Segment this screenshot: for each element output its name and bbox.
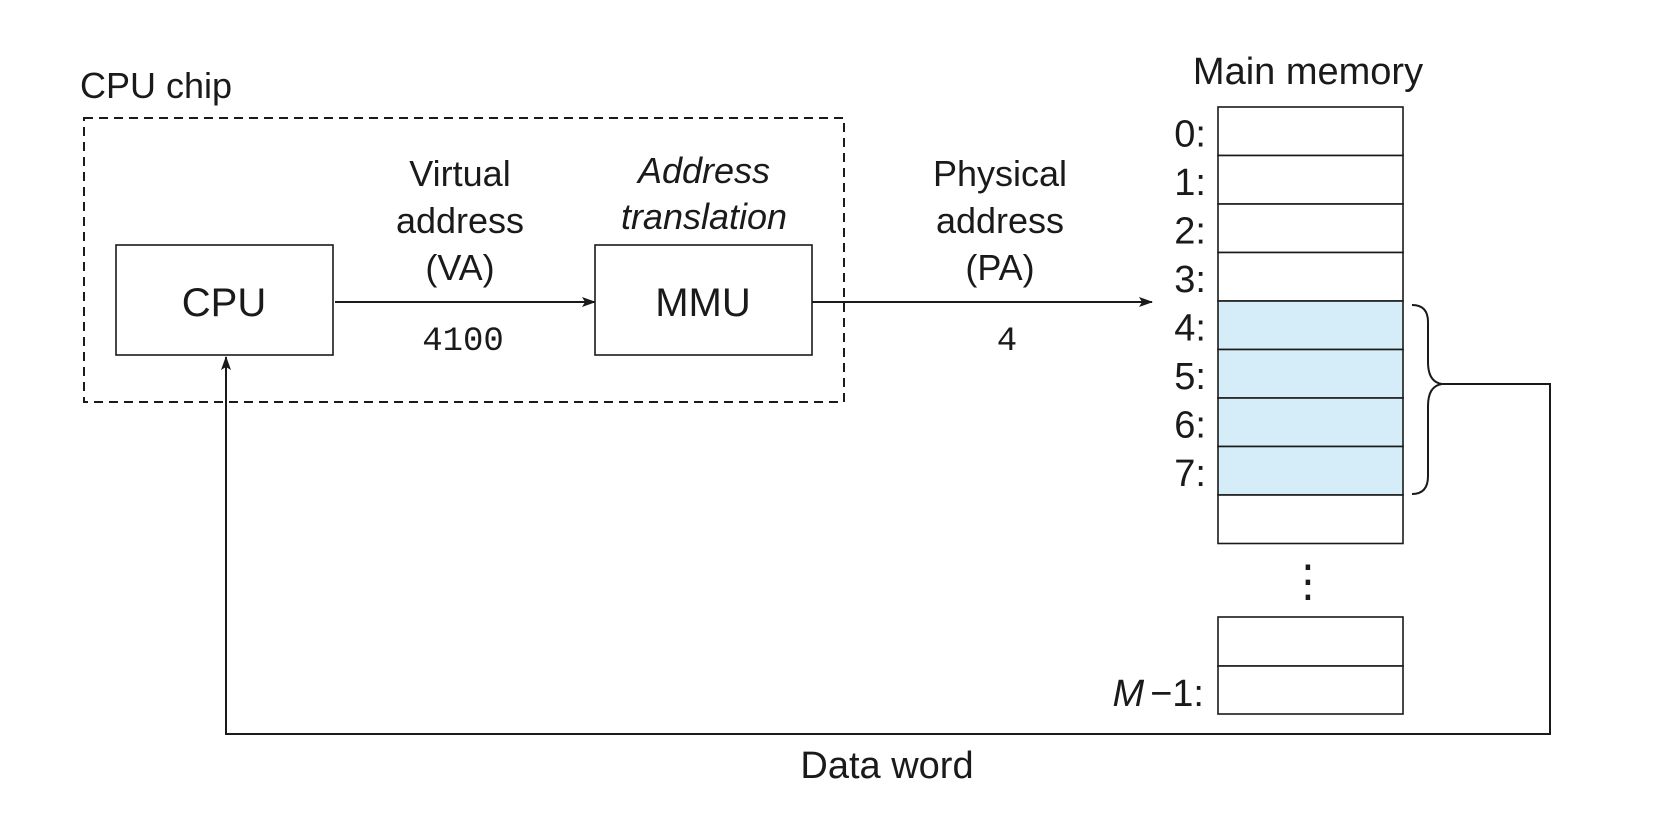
mmu-box xyxy=(594,244,813,356)
virtual-address-label-line-2: address xyxy=(396,200,524,241)
data-word-label: Data word xyxy=(800,745,973,787)
memory-cell-3 xyxy=(1217,251,1404,302)
virtual-address-value: 4100 xyxy=(422,323,504,361)
memory-cell-0 xyxy=(1217,106,1404,157)
mmu-caption-line-1: Address xyxy=(636,150,770,191)
memory-last-row-label: M−1: xyxy=(1112,673,1204,715)
physical-address-label-line-3: (PA) xyxy=(965,247,1034,288)
mmu-caption-line-2: translation xyxy=(621,196,787,237)
cpu-label: CPU xyxy=(182,281,266,325)
memory-address-label-6: 6: xyxy=(1174,405,1206,447)
memory-cell-7 xyxy=(1217,445,1404,496)
memory-address-label-4: 4: xyxy=(1174,308,1206,350)
memory-last-row-label-m: M xyxy=(1112,673,1144,715)
memory-cell-m-minus-2 xyxy=(1217,616,1404,667)
memory-cell-6 xyxy=(1217,397,1404,448)
memory-cell-m-minus-1 xyxy=(1217,665,1404,715)
physical-address-label-line-2: address xyxy=(936,200,1064,241)
memory-address-label-3: 3: xyxy=(1174,259,1206,301)
memory-address-label-7: 7: xyxy=(1174,453,1206,495)
highlight-brace xyxy=(1411,304,1443,495)
memory-cell-5 xyxy=(1217,348,1404,399)
memory-cell-4 xyxy=(1217,300,1404,351)
memory-address-label-0: 0: xyxy=(1174,114,1206,156)
memory-address-label-5: 5: xyxy=(1174,356,1206,398)
memory-cell-1 xyxy=(1217,154,1404,205)
physical-address-value: 4 xyxy=(997,323,1017,361)
cpu-chip-title: CPU chip xyxy=(80,65,232,106)
memory-address-label-1: 1: xyxy=(1174,162,1206,204)
memory-cell-2 xyxy=(1217,203,1404,254)
memory-cells: 0: 1: 2: 3: 4: 5: 6: 7: xyxy=(1174,106,1404,545)
data-word-return-path xyxy=(221,356,1551,735)
virtual-address-label-line-3: (VA) xyxy=(425,247,494,288)
memory-address-label-2: 2: xyxy=(1174,211,1206,253)
cpu-chip-boundary xyxy=(83,117,845,403)
memory-ellipsis: ⋮ xyxy=(1286,557,1330,606)
memory-cell-8 xyxy=(1217,494,1404,545)
virtual-address-label-line-1: Virtual xyxy=(409,153,510,194)
cpu-box xyxy=(115,244,334,356)
mmu-label: MMU xyxy=(655,281,751,325)
main-memory-title: Main memory xyxy=(1193,51,1423,93)
physical-address-label-line-1: Physical xyxy=(933,153,1067,194)
memory-last-row-label-rest: −1: xyxy=(1150,673,1204,715)
